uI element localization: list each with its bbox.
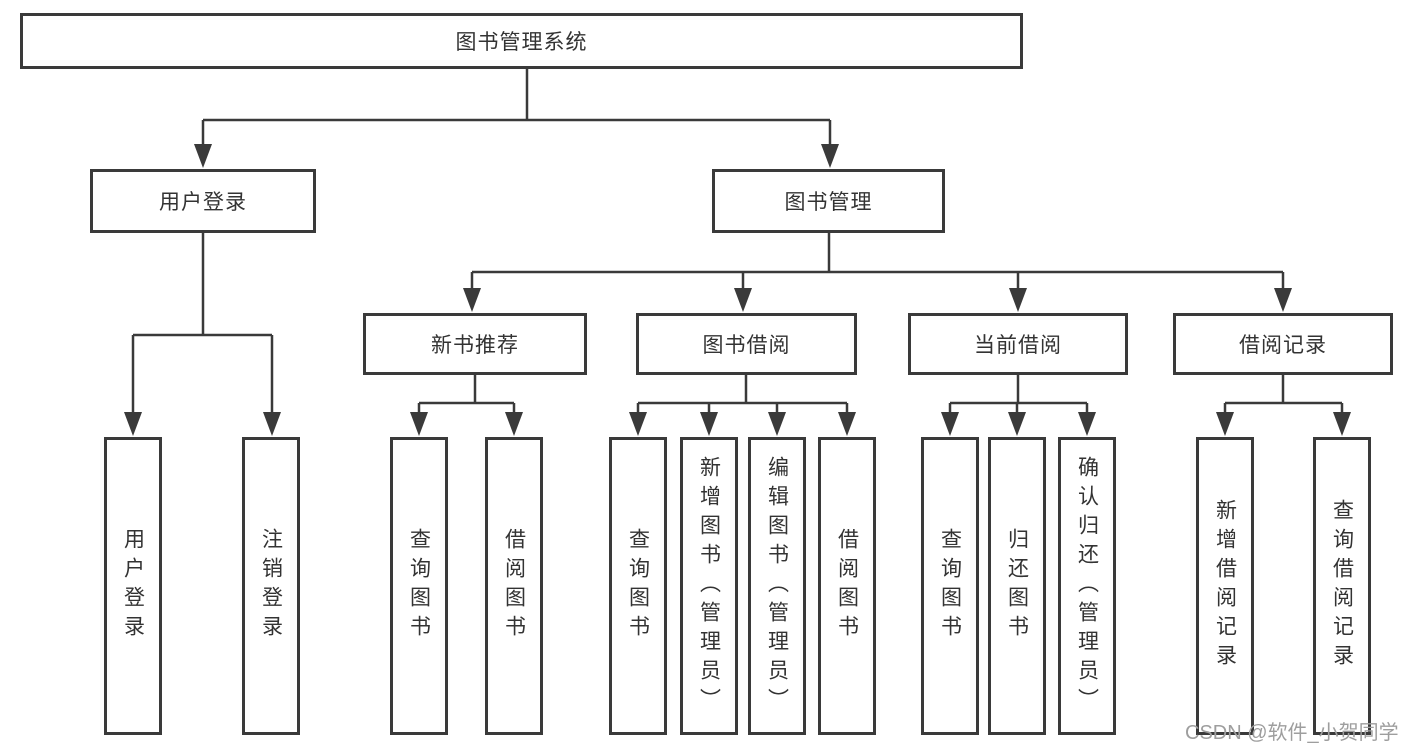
leaf-edit-book-admin: 编辑图书（管理员） <box>748 437 806 735</box>
node-user-login: 用户登录 <box>90 169 316 233</box>
connector-root-to-level2 <box>201 69 832 146</box>
leaf-confirm-return-admin: 确认归还（管理员） <box>1058 437 1116 735</box>
connector-borrow-branch <box>636 375 849 414</box>
leaf-return-books: 归还图书 <box>988 437 1046 735</box>
node-current-borrowing: 当前借阅 <box>908 313 1128 375</box>
csdn-watermark: CSDN @软件_小贺同学 <box>1185 722 1399 744</box>
leaf-add-borrow-record: 新增借阅记录 <box>1196 437 1254 735</box>
arrowheads <box>124 144 1351 436</box>
connector-recommend-branch <box>417 375 516 414</box>
connector-user-login-branch <box>131 233 274 414</box>
leaf-logout: 注销登录 <box>242 437 300 735</box>
leaf-borrow-books: 借阅图书 <box>818 437 876 735</box>
leaf-borrow-books-recommend: 借阅图书 <box>485 437 543 735</box>
node-new-book-recommendation: 新书推荐 <box>363 313 587 375</box>
node-book-management: 图书管理 <box>712 169 945 233</box>
leaf-query-borrow-record: 查询借阅记录 <box>1313 437 1371 735</box>
leaf-add-book-admin: 新增图书（管理员） <box>680 437 738 735</box>
node-book-borrowing: 图书借阅 <box>636 313 857 375</box>
connector-book-mgmt-branch <box>470 233 1285 290</box>
leaf-query-books-current: 查询图书 <box>921 437 979 735</box>
leaf-query-books-recommend: 查询图书 <box>390 437 448 735</box>
connector-records-branch <box>1223 375 1344 414</box>
leaf-query-books-borrow: 查询图书 <box>609 437 667 735</box>
node-borrowing-records: 借阅记录 <box>1173 313 1393 375</box>
leaf-user-login: 用户登录 <box>104 437 162 735</box>
node-library-management-system: 图书管理系统 <box>20 13 1023 69</box>
connector-current-branch <box>948 375 1089 414</box>
